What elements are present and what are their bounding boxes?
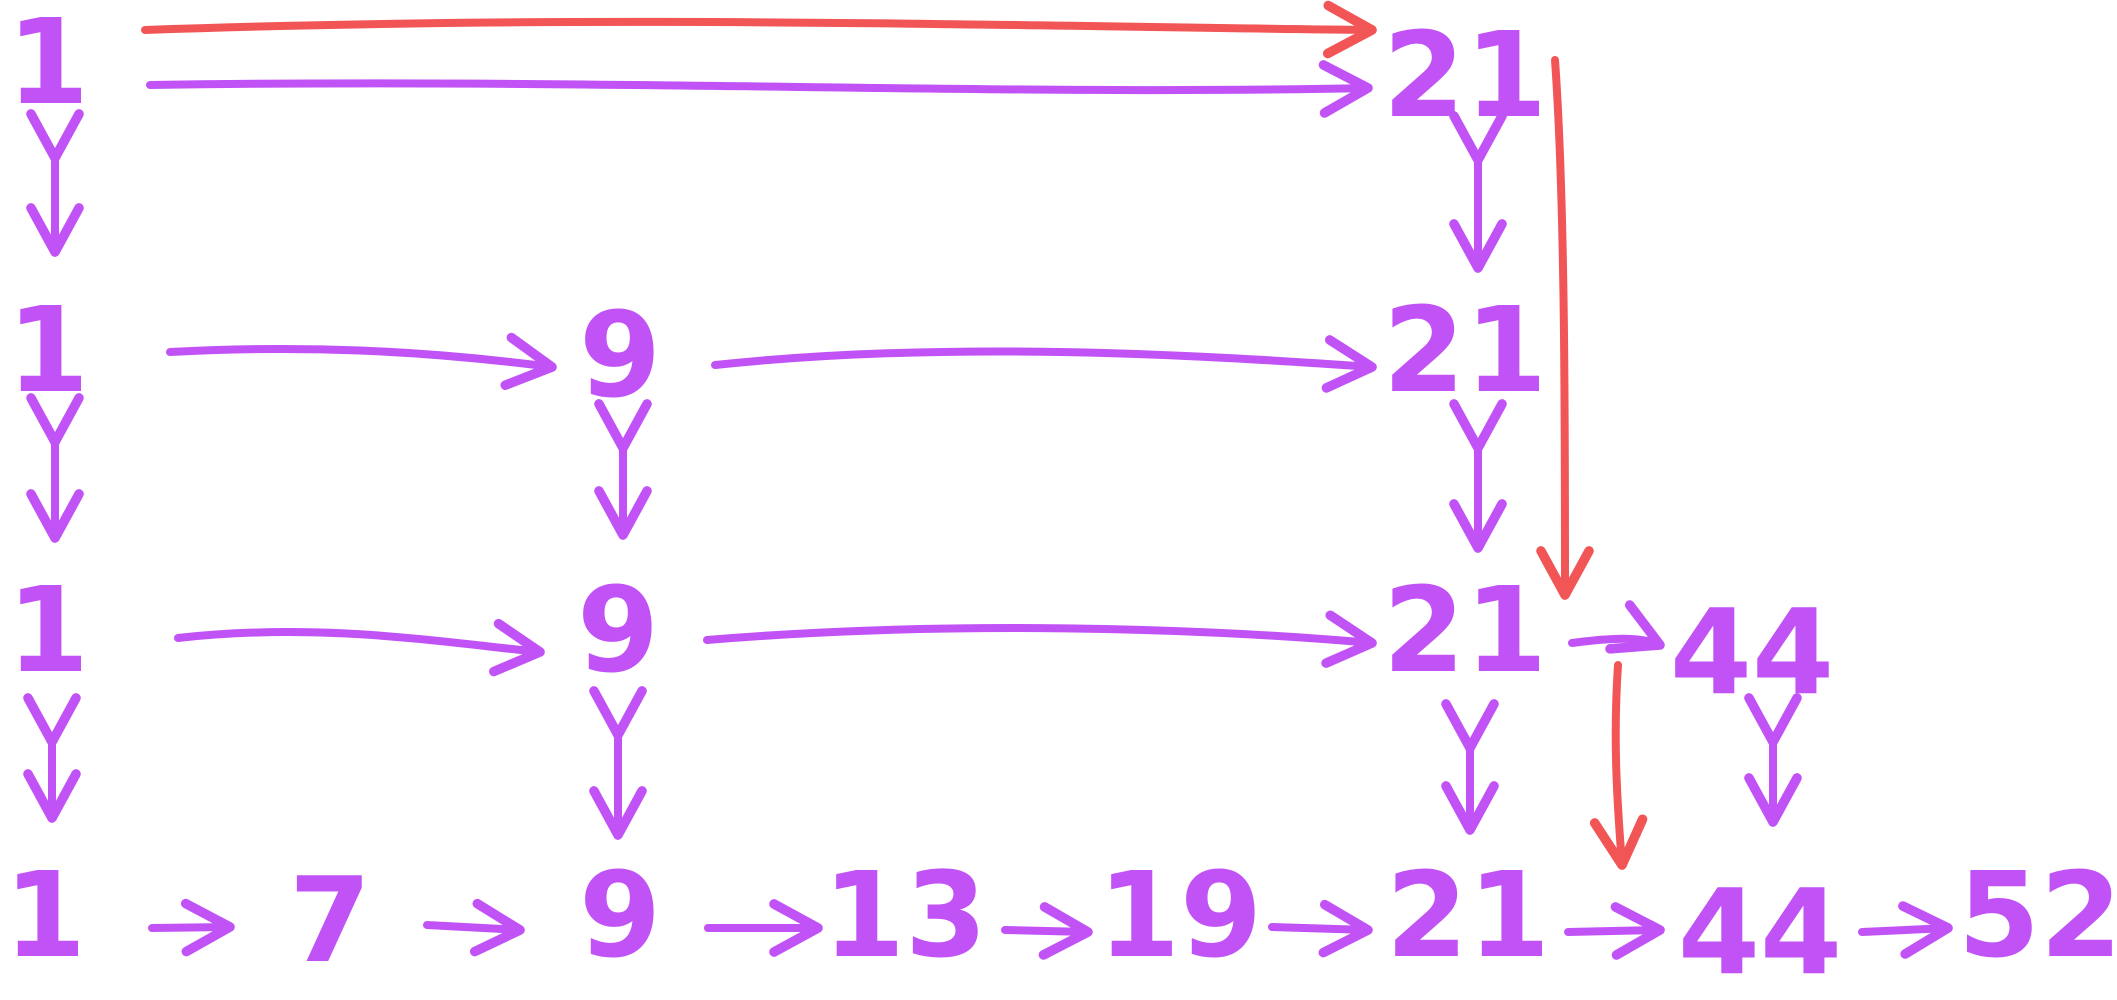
arrow-r2-9-to-21 bbox=[711, 335, 1377, 393]
node-r4-52: 52 bbox=[1958, 846, 2117, 984]
arrow-r3-1-to-9 bbox=[174, 618, 545, 677]
node-r2-21: 21 bbox=[1383, 281, 1547, 419]
node-r3-1: 1 bbox=[7, 561, 89, 699]
node-r3-9: 9 bbox=[577, 561, 659, 699]
node-r4-1: 1 bbox=[4, 846, 86, 984]
arrow-r4-21-to-44 bbox=[1564, 902, 1665, 960]
arrow-r2-1-to-9 bbox=[166, 332, 557, 390]
arrow-r4-7-to-9 bbox=[423, 898, 525, 957]
node-r2-1: 1 bbox=[7, 281, 89, 419]
node-r1-21: 21 bbox=[1383, 6, 1547, 144]
arrow-r4-1-to-7 bbox=[148, 898, 235, 957]
red-arrow-top-1-to-21 bbox=[141, 0, 1377, 59]
red-arrow-down-21-to-44 bbox=[1589, 661, 1648, 870]
node-r1-1: 1 bbox=[7, 0, 89, 131]
node-labels: 1 21 1 9 21 1 9 21 44 1 7 9 13 19 21 44 … bbox=[4, 0, 2117, 1000]
node-r4-44: 44 bbox=[1678, 863, 1842, 1000]
arrow-r4-13-to-19 bbox=[1001, 902, 1093, 960]
arrow-r3-21-to-44 bbox=[1568, 600, 1665, 654]
vertical-links bbox=[23, 109, 1802, 840]
node-r4-21: 21 bbox=[1386, 846, 1550, 984]
arrow-r4-44-to-52 bbox=[1858, 901, 1953, 959]
arrow-r3-9-to-21 bbox=[703, 610, 1377, 668]
node-r4-19: 19 bbox=[1098, 846, 1262, 984]
arrow-r4-19-to-21 bbox=[1268, 899, 1373, 958]
node-r2-9: 9 bbox=[579, 286, 661, 424]
node-r4-9: 9 bbox=[579, 846, 661, 984]
node-r3-21: 21 bbox=[1383, 561, 1547, 699]
purple-arrow-top-1-to-21 bbox=[146, 60, 1373, 118]
red-arrow-down-21 bbox=[1536, 56, 1594, 600]
node-r3-44: 44 bbox=[1670, 583, 1834, 721]
node-r4-7: 7 bbox=[289, 851, 371, 989]
node-r4-13: 13 bbox=[823, 846, 987, 984]
